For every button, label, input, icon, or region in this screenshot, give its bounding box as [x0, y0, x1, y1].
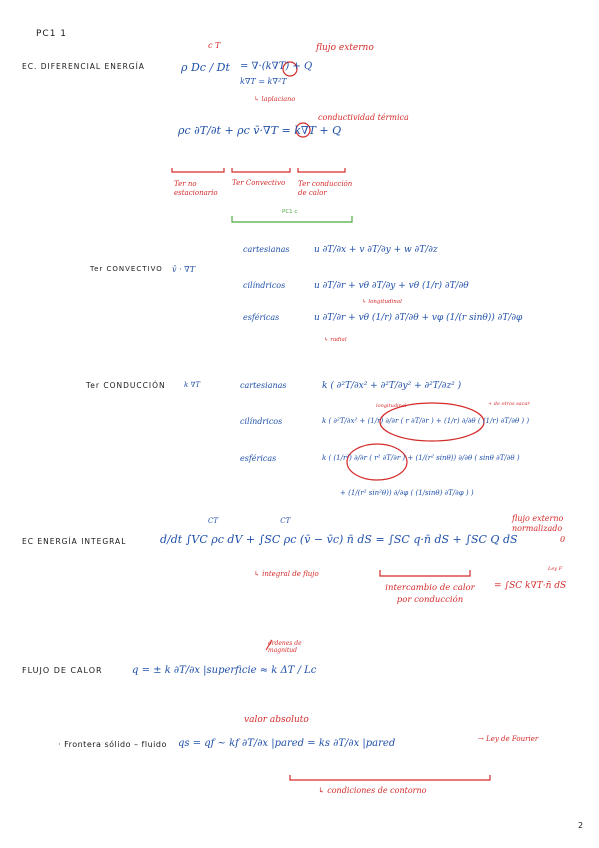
conduccion-expr-cilindricos: k ( ∂²T/∂x² + (1/r) ∂/∂r ( r ∂T/∂r ) + (…	[322, 417, 530, 425]
bracket-intercambio	[379, 570, 471, 577]
note-flujo-externo: flujo externo	[316, 43, 374, 53]
leader-ordenes	[265, 639, 273, 651]
note-condiciones: ↳ condiciones de contorno	[318, 786, 427, 795]
convectivo-expr-cartesianas: u ∂T/∂x + v ∂T/∂y + w ∂T/∂z	[314, 245, 438, 255]
bracket-conduccion	[297, 168, 346, 173]
heading-convectivo: Ter CONVECTIVO	[90, 265, 163, 273]
eq-flujo-calor: q = ± k ∂T/∂x |superficie ≈ k ΔT / Lc	[132, 665, 317, 676]
note-laplaciano: ↳ laplaciano	[254, 95, 296, 103]
ley-expr: = ∫SC k∇T·n̄ dS	[494, 581, 567, 591]
conduccion-expr-cartesianas: k ( ∂²T/∂x² + ∂²T/∂y² + ∂²T/∂z² )	[322, 381, 462, 391]
ct-marks: CT CT	[208, 517, 291, 525]
eq1-sub: k∇T = k∇²T	[240, 77, 287, 86]
page-header: PC1 1	[36, 29, 68, 39]
label-no-estacionario: Ter no estacionario	[174, 180, 218, 198]
eq-integral: d/dt ∫VC ρc dV + ∫SC ρc (v̄ − v̄c) n̄ dS…	[160, 533, 518, 546]
note-pseudo: + de otros sacar	[488, 401, 530, 407]
label-pc1: PC1 c	[282, 209, 298, 215]
convectivo-system-cartesianas: cartesianas	[243, 245, 290, 254]
note-flujo-normalizado: flujo externo normalizado	[512, 514, 564, 533]
conduccion-esfericas-cont: + (1/(r² sin²θ)) ∂/∂φ ( (1/sinθ) ∂T/∂φ )…	[340, 489, 474, 497]
ley-label: Ley F	[548, 566, 563, 572]
conduccion-system-cartesianas: cartesianas	[240, 381, 287, 390]
bracket-pc1	[231, 216, 353, 223]
convectivo-expr-cilindricos: u ∂T/∂r + vθ ∂T/∂y + vθ (1/r) ∂T/∂θ	[314, 281, 469, 291]
note-longitudinal-conv: ↳ longitudinal	[362, 299, 402, 305]
circle-k	[295, 122, 311, 138]
circle-radial-term	[379, 402, 485, 442]
heading-conduccion: Ter CONDUCCIÓN	[86, 381, 166, 390]
note-conductividad: conductividad térmica	[318, 113, 409, 122]
conduccion-system-esfericas: esféricas	[240, 454, 277, 463]
note-valor-absoluto: valor absoluto	[244, 715, 309, 725]
bracket-convectivo	[231, 168, 291, 173]
eq1-left: ρ Dc / Dt	[181, 61, 230, 74]
label-conduccion: Ter conducción de calor	[298, 180, 353, 198]
convectivo-operator: v̄ · ∇T	[172, 265, 196, 274]
label-frontera: · Frontera sólido – fluido	[58, 740, 167, 749]
conduccion-expr-esfericas: k ( (1/r²) ∂/∂r ( r² ∂T/∂r ) + (1/(r² si…	[322, 454, 520, 462]
note-ordenes: órdenes de magnitud	[268, 640, 302, 655]
convectivo-expr-esfericas: u ∂T/∂r + vθ (1/r) ∂T/∂θ + vφ (1/(r sinθ…	[314, 313, 523, 323]
circle-esfericas-term	[346, 443, 408, 481]
heading-ec-integral: EC ENERGÍA INTEGRAL	[22, 537, 127, 546]
note-radial: ↳ radial	[324, 337, 347, 343]
note-ley-fourier: → Ley de Fourier	[478, 735, 539, 743]
label-intercambio: intercambio de calor por conducción	[385, 583, 475, 605]
note-integral-flujo: ↳ integral de flujo	[254, 570, 319, 578]
conduccion-operator: k ∇T	[184, 381, 201, 389]
superscripts-ct: c T	[208, 41, 221, 50]
heading-ec-diferencial: EC. DIFERENCIAL ENERGÍA	[22, 62, 145, 71]
eq1-right: = ∇·(k∇T) + Q	[240, 61, 313, 72]
note-zero: 0	[560, 535, 566, 544]
bracket-no-estacionario	[171, 168, 225, 173]
heading-flujo-calor: FLUJO DE CALOR	[22, 666, 103, 675]
note-longitudinal-cond: longitudinal	[376, 403, 407, 409]
eq-frontera: qs = qf ~ kf ∂T/∂x |pared = ks ∂T/∂x |pa…	[178, 738, 396, 749]
page-number: 2	[578, 821, 585, 830]
label-convectivo: Ter Convectivo	[232, 179, 286, 187]
conduccion-system-cilindricos: cilíndricos	[240, 417, 283, 426]
bracket-contorno	[289, 775, 491, 781]
convectivo-system-cilindricos: cilíndricos	[243, 281, 286, 290]
eq2: ρc ∂T/∂t + ρc v̄·∇T = k∇T + Q	[178, 124, 342, 137]
convectivo-system-esfericas: esféricas	[243, 313, 280, 322]
circle-q	[282, 61, 298, 77]
